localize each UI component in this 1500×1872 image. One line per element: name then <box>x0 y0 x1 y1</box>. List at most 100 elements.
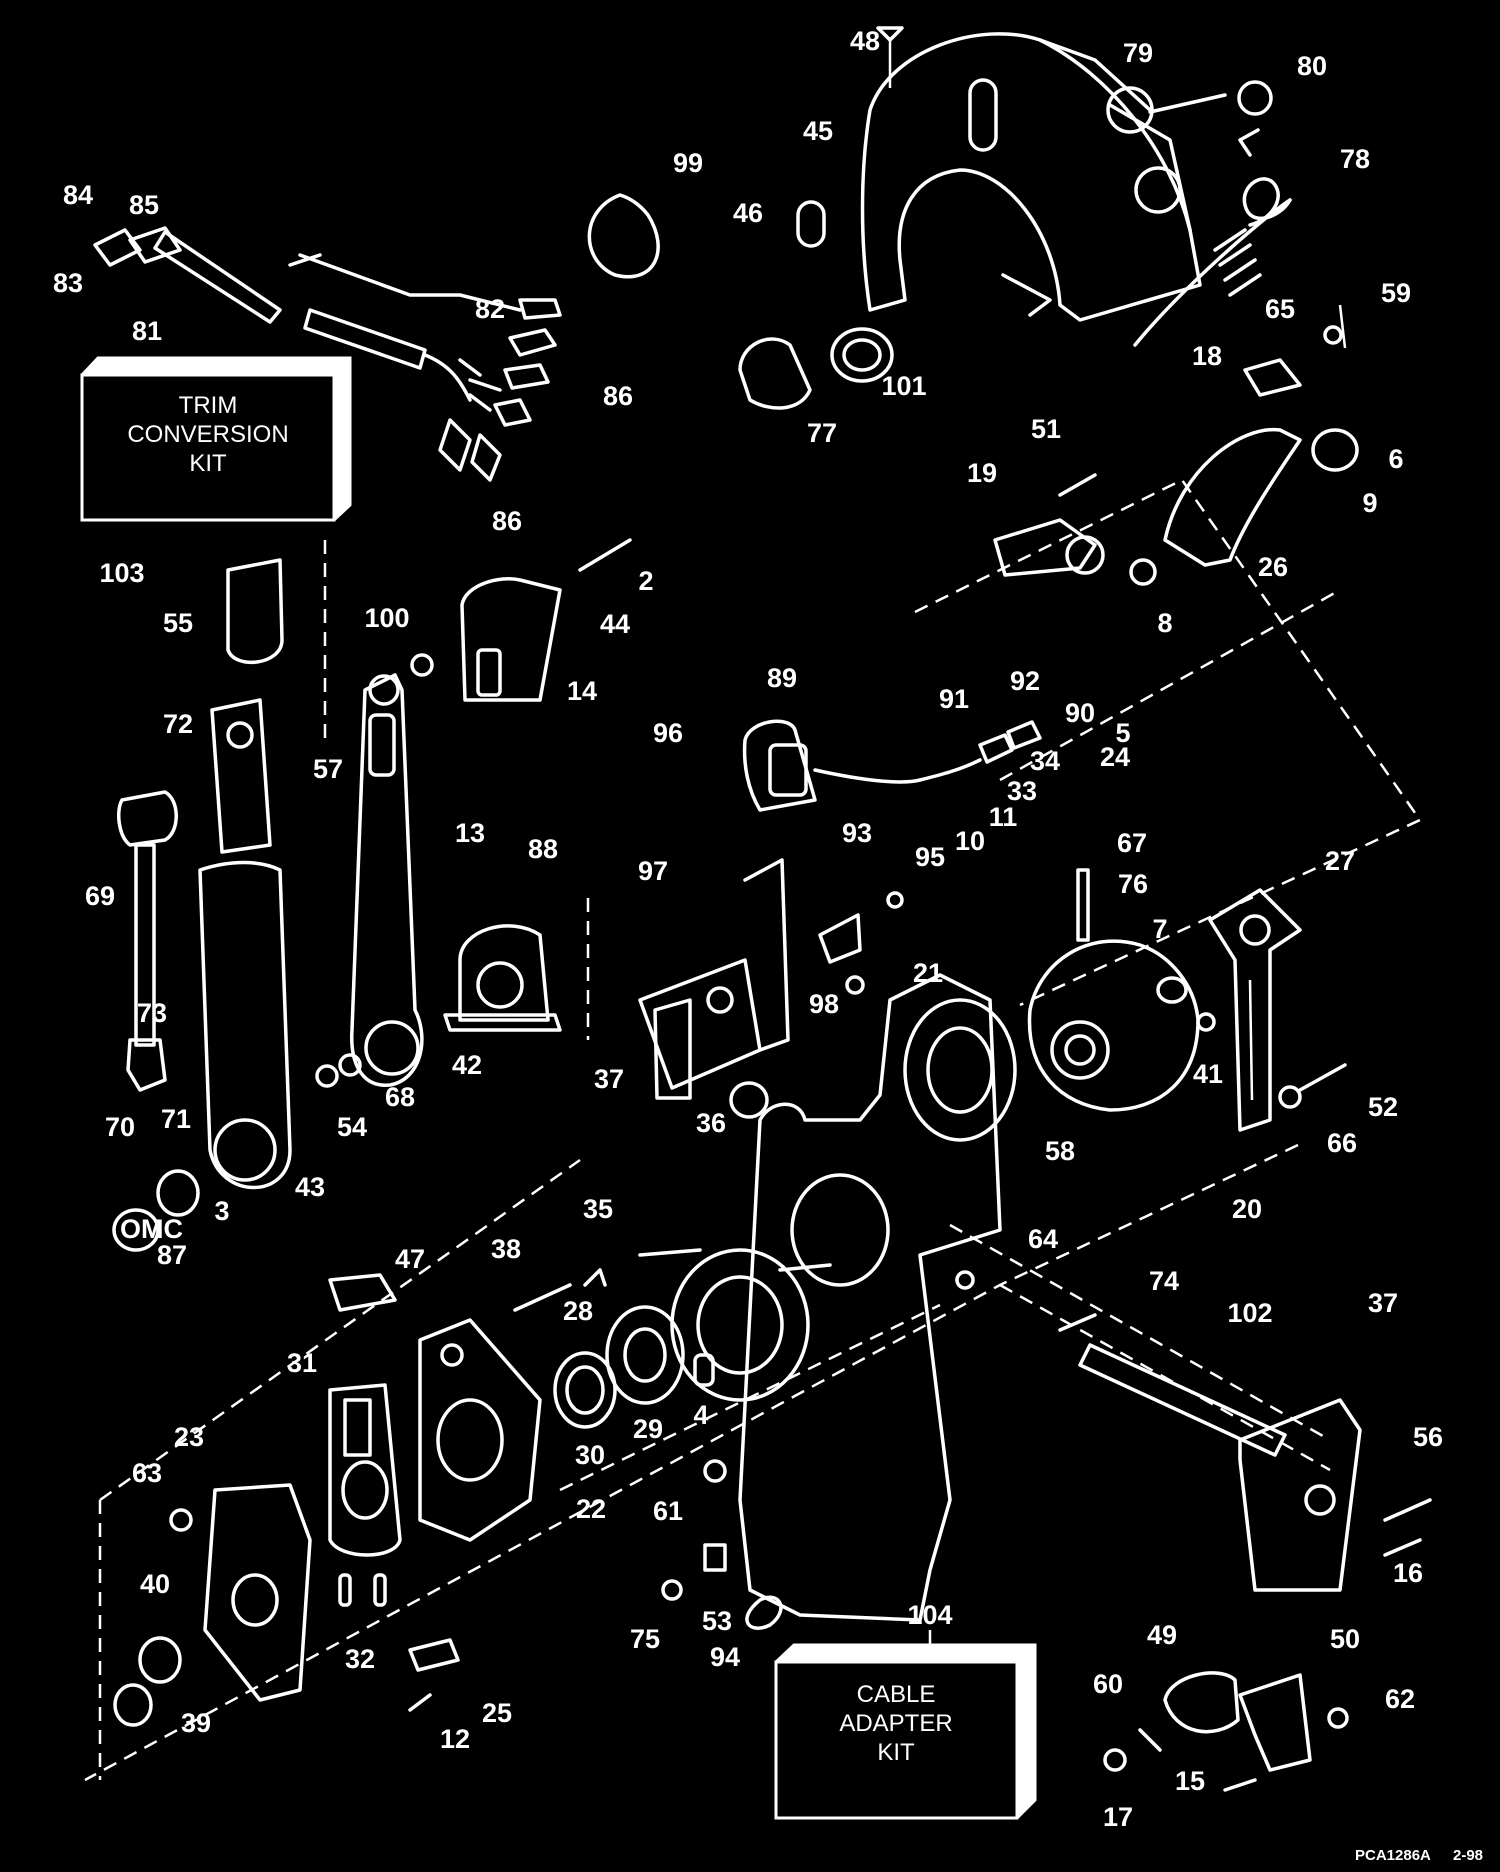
drawing-code: PCA1286A <box>1355 1847 1431 1864</box>
part-label-46: 46 <box>733 198 763 228</box>
part-label-54: 54 <box>337 1112 367 1142</box>
part-label-52: 52 <box>1368 1092 1398 1122</box>
throttle-lever-27 <box>1156 888 1347 1132</box>
wiring-harness <box>93 226 562 482</box>
part-label-88: 88 <box>528 834 558 864</box>
part-label-65: 65 <box>1265 294 1295 324</box>
part-label-15: 15 <box>1175 1766 1205 1796</box>
base-plate-23 <box>113 1483 312 1727</box>
mounting-plate-37 <box>638 858 790 1100</box>
part-label-37: 37 <box>1368 1288 1398 1318</box>
plate-22 <box>328 1273 542 1542</box>
part-label-10: 10 <box>955 826 985 856</box>
part-label-63: 63 <box>132 1458 162 1488</box>
part-label-23: 23 <box>174 1422 204 1452</box>
kit-text-cable: CABLE <box>857 1681 936 1708</box>
part-label-97: 97 <box>638 856 668 886</box>
part-label-56: 56 <box>1413 1422 1443 1452</box>
part-label-29: 29 <box>633 1414 663 1444</box>
part-label-30: 30 <box>575 1440 605 1470</box>
bearing-ring-28 <box>638 1248 832 1402</box>
part-label-91: 91 <box>939 684 969 714</box>
shaft-and-right-bracket <box>955 1270 1432 1592</box>
part-label-47: 47 <box>395 1244 425 1274</box>
spring-and-cable <box>1133 128 1347 349</box>
cable-tie <box>587 193 660 279</box>
switch-assembly <box>742 719 1042 812</box>
part-label-78: 78 <box>1340 144 1370 174</box>
part-label-44: 44 <box>600 609 630 639</box>
control-housing <box>860 26 1202 322</box>
part-label-77: 77 <box>807 418 837 448</box>
part-label-75: 75 <box>630 1624 660 1654</box>
assembly-guide-lines <box>84 478 1422 1782</box>
part-label-86: 86 <box>603 381 633 411</box>
omc-emblem-text: OMC <box>120 1214 183 1244</box>
part-label-33: 33 <box>1007 776 1037 806</box>
part-label-90: 90 <box>1065 698 1095 728</box>
cover-and-screw <box>410 538 632 702</box>
part-label-103: 103 <box>99 558 144 588</box>
part-label-8: 8 <box>1157 608 1172 638</box>
part-label-94: 94 <box>710 1642 740 1672</box>
part-label-2: 2 <box>638 566 653 596</box>
date-code: 2-98 <box>1453 1847 1483 1864</box>
part-label-28: 28 <box>563 1296 593 1326</box>
part-label-34: 34 <box>1030 746 1060 776</box>
part-label-12: 12 <box>440 1724 470 1754</box>
part-label-3: 3 <box>214 1196 229 1226</box>
part-label-62: 62 <box>1385 1684 1415 1714</box>
part-label-6: 6 <box>1388 444 1403 474</box>
part-label-14: 14 <box>567 676 597 706</box>
part-label-25: 25 <box>482 1698 512 1728</box>
part-label-80: 80 <box>1297 51 1327 81</box>
part-label-82: 82 <box>475 294 505 324</box>
part-label-32: 32 <box>345 1644 375 1674</box>
part-label-39: 39 <box>181 1708 211 1738</box>
part-label-55: 55 <box>163 608 193 638</box>
part-label-7: 7 <box>1152 914 1167 944</box>
part-label-93: 93 <box>842 818 872 848</box>
part-label-84: 84 <box>63 180 93 210</box>
part-label-59: 59 <box>1381 278 1411 308</box>
handle-group: OMC <box>112 558 292 1252</box>
part-label-4: 4 <box>693 1400 708 1430</box>
small-hardware <box>338 1459 783 1712</box>
kit-text-trim: TRIM <box>179 392 238 419</box>
part-label-98: 98 <box>809 989 839 1019</box>
main-bracket <box>729 973 1017 1622</box>
housing-small-parts <box>738 80 1273 410</box>
part-label-5: 5 <box>1115 718 1130 748</box>
part-label-76: 76 <box>1118 869 1148 899</box>
kit-text-kit-2: KIT <box>877 1739 915 1766</box>
part-label-79: 79 <box>1123 38 1153 68</box>
kit-text-conversion: CONVERSION <box>127 421 288 448</box>
part-label-36: 36 <box>696 1108 726 1138</box>
part-label-43: 43 <box>295 1172 325 1202</box>
part-label-100: 100 <box>364 603 409 633</box>
part-label-53: 53 <box>702 1606 732 1636</box>
part-label-26: 26 <box>1258 552 1288 582</box>
part-label-71: 71 <box>161 1104 191 1134</box>
part-label-69: 69 <box>85 881 115 911</box>
part-label-31: 31 <box>287 1348 317 1378</box>
part-label-16: 16 <box>1393 1558 1423 1588</box>
clip-parts <box>1103 1671 1349 1792</box>
part-label-64: 64 <box>1028 1224 1058 1254</box>
cable-adapter-kit: CABLE ADAPTER KIT <box>774 1630 1037 1820</box>
part-label-18: 18 <box>1192 341 1222 371</box>
part-label-24: 24 <box>1100 742 1130 772</box>
part-label-60: 60 <box>1093 1669 1123 1699</box>
part-label-89: 89 <box>767 663 797 693</box>
part-label-66: 66 <box>1327 1128 1357 1158</box>
part-label-95: 95 <box>915 842 945 872</box>
part-label-101: 101 <box>881 371 926 401</box>
shift-arc-plate <box>993 358 1359 586</box>
part-label-67: 67 <box>1117 828 1147 858</box>
part-label-81: 81 <box>132 316 162 346</box>
part-label-74: 74 <box>1149 1266 1179 1296</box>
part-label-48: 48 <box>850 26 880 56</box>
gasket-31 <box>328 1383 402 1557</box>
